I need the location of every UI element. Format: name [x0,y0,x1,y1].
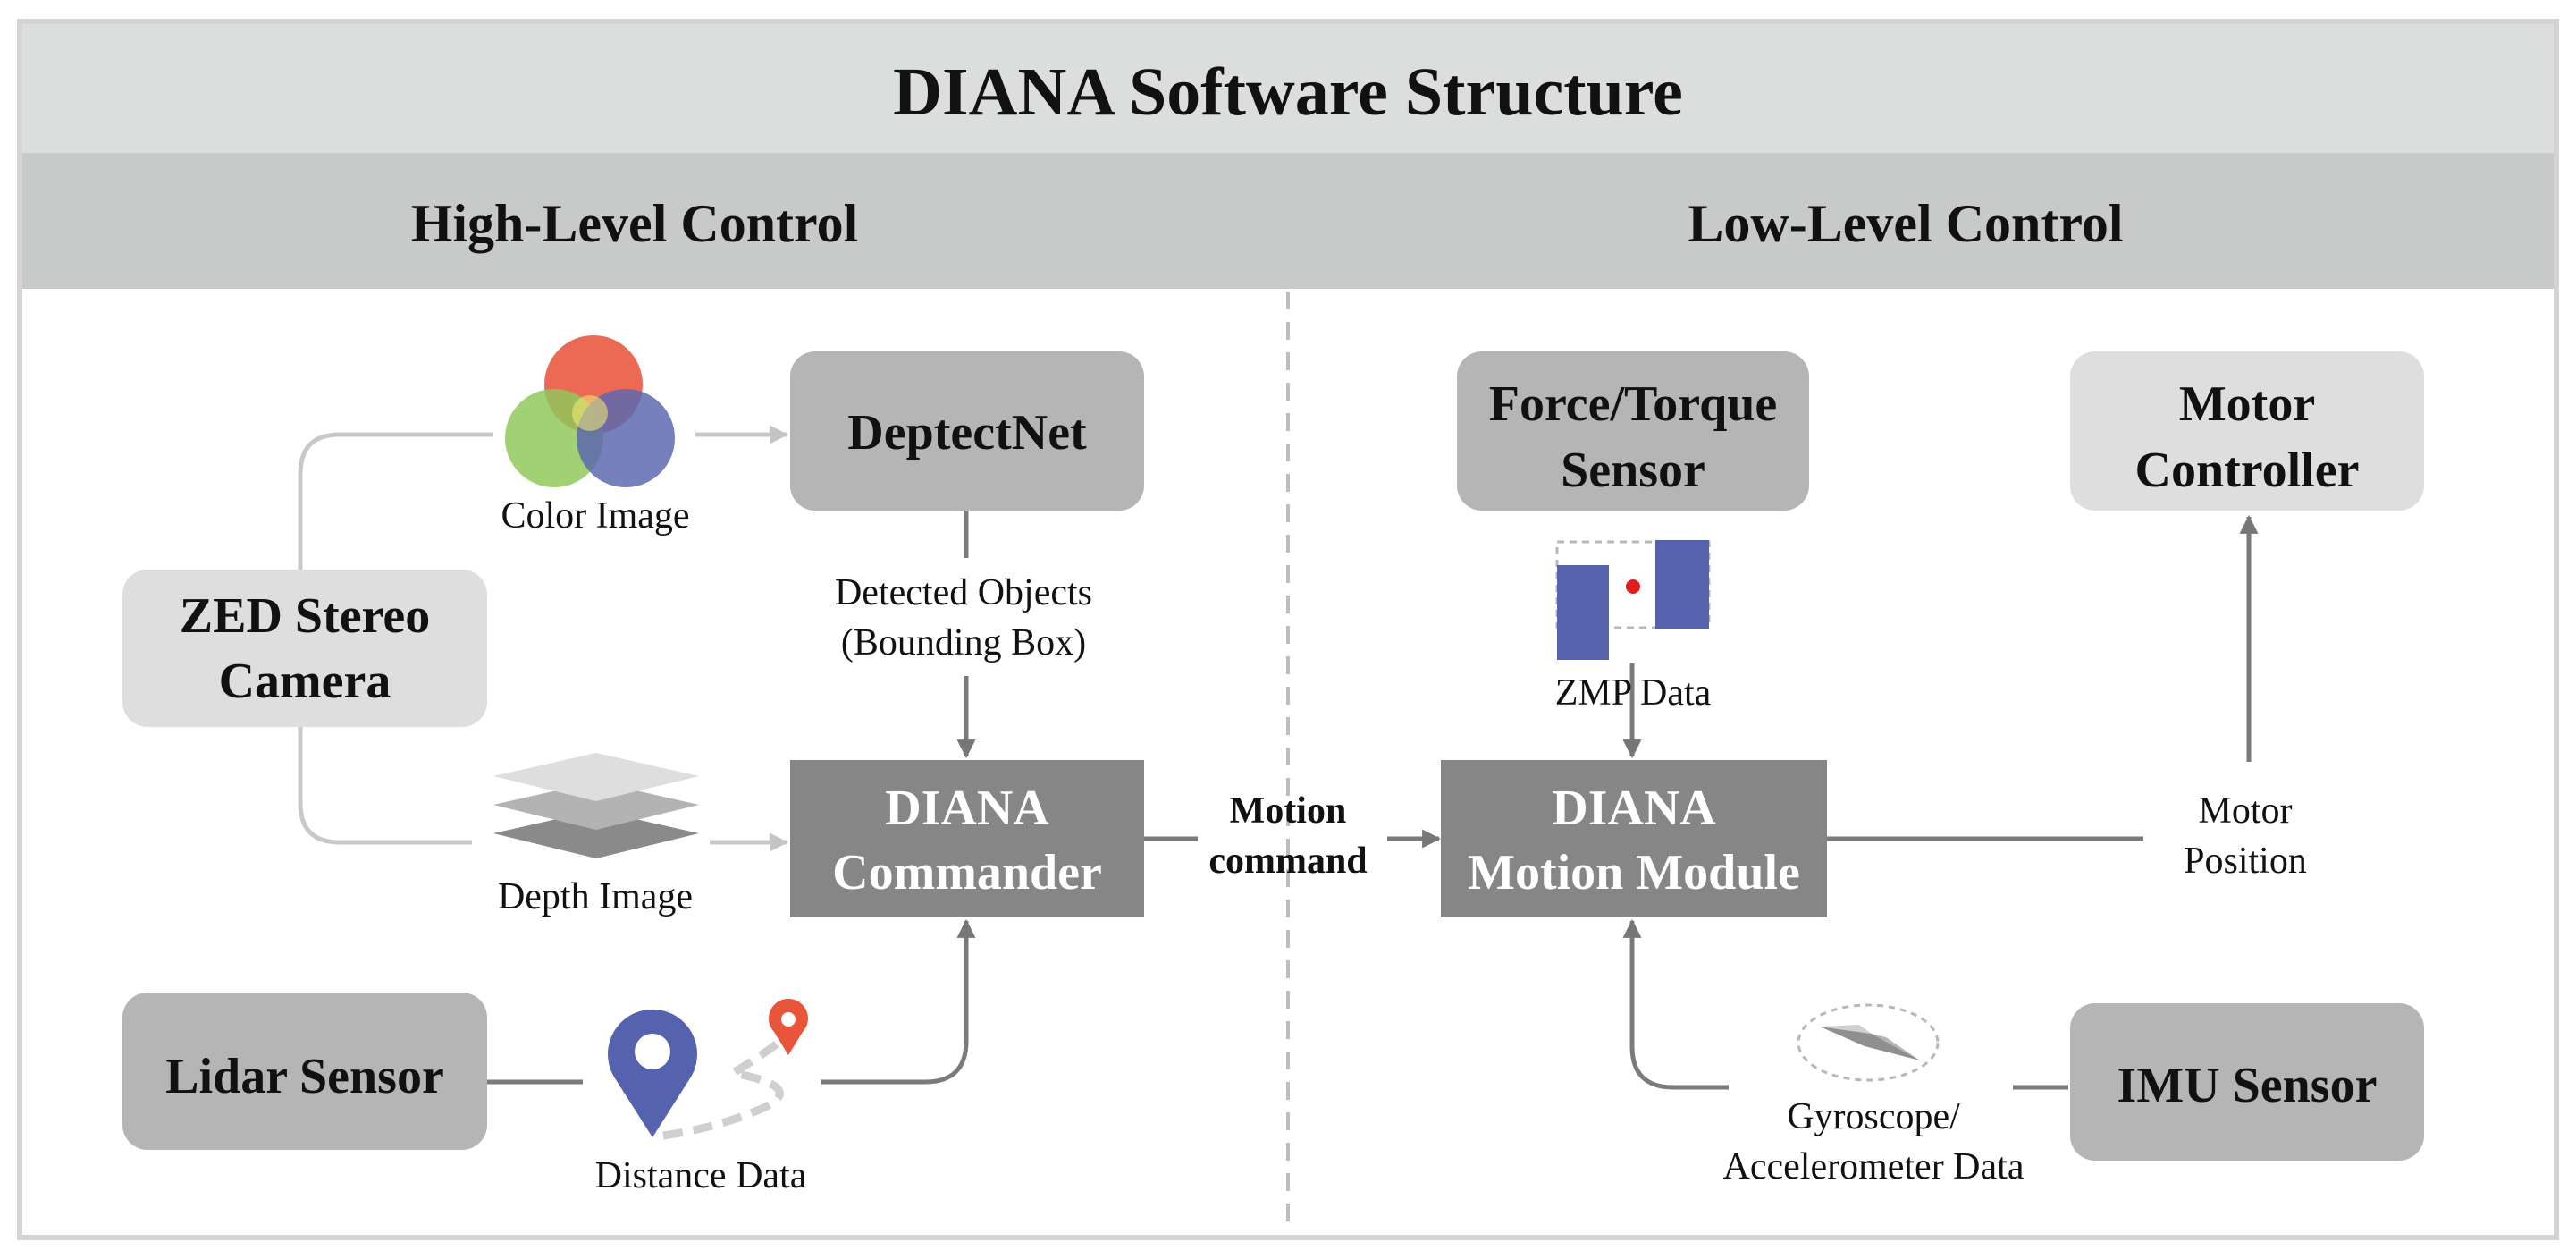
diana-motion-module-label-line2: Motion Module [1468,845,1800,900]
gyro-to-motion-arrow [1622,918,1729,1090]
detected-objects-label-line1: Detected Objects [835,572,1092,613]
section-band [22,153,2554,289]
motion-command-label-line2: command [1208,841,1367,882]
gyro-accel-label-line1: Gyroscope/ [1787,1096,1960,1137]
force-torque-sensor-label-line1: Force/Torque [1489,376,1778,432]
motor-controller-label-line2: Controller [2135,443,2360,498]
zed-stereo-camera-label-line1: ZED Stereo [180,588,431,644]
distance-data-icon [607,998,809,1140]
diana-commander-node: DIANA Commander [790,760,1144,917]
motor-controller-label-line1: Motor [2179,376,2315,432]
lidar-sensor-label: Lidar Sensor [165,1049,444,1104]
distance-to-commander-arrow [821,918,976,1085]
diana-motion-module-node: DIANA Motion Module [1441,760,1827,917]
depth-image-icon [493,753,699,858]
force-torque-sensor-node: Force/Torque Sensor [1457,351,1809,511]
distance-data-label: Distance Data [595,1155,807,1196]
detected-objects-label-line2: (Bounding Box) [841,622,1086,663]
gyro-accel-label-line2: Accelerometer Data [1723,1146,2025,1187]
depth-image-label: Depth Image [498,876,693,917]
title-band [22,24,2554,153]
lidar-sensor-node: Lidar Sensor [122,993,487,1150]
motor-controller-node: Motor Controller [2070,351,2424,511]
zmp-data-icon [1555,540,1711,660]
section-title-high-level: High-Level Control [411,194,859,253]
diana-commander-label-line2: Commander [832,845,1102,900]
diana-commander-label-line1: DIANA [885,781,1049,836]
deptectnet-label: DeptectNet [847,405,1087,461]
motion-command-label-line1: Motion [1230,790,1347,832]
color-image-label: Color Image [501,495,689,537]
section-title-low-level: Low-Level Control [1688,194,2123,253]
zed-to-depth-connector [298,726,472,845]
gyroscope-icon [1797,1003,1940,1082]
diagram-title: DIANA Software Structure [893,55,1683,130]
imu-sensor-label: IMU Sensor [2117,1058,2378,1113]
motor-position-label-line2: Position [2184,841,2307,882]
zed-stereo-camera-label-line2: Camera [219,654,391,709]
zmp-data-label: ZMP Data [1555,672,1712,714]
deptectnet-node: DeptectNet [790,351,1144,511]
imu-sensor-node: IMU Sensor [2070,1003,2424,1161]
zed-stereo-camera-node: ZED Stereo Camera [122,570,487,727]
zed-to-color-connector [298,432,493,572]
force-torque-sensor-label-line2: Sensor [1561,443,1705,498]
color-image-icon [505,335,675,487]
motor-position-label-line1: Motor [2199,790,2293,832]
diana-motion-module-label-line1: DIANA [1552,781,1716,836]
